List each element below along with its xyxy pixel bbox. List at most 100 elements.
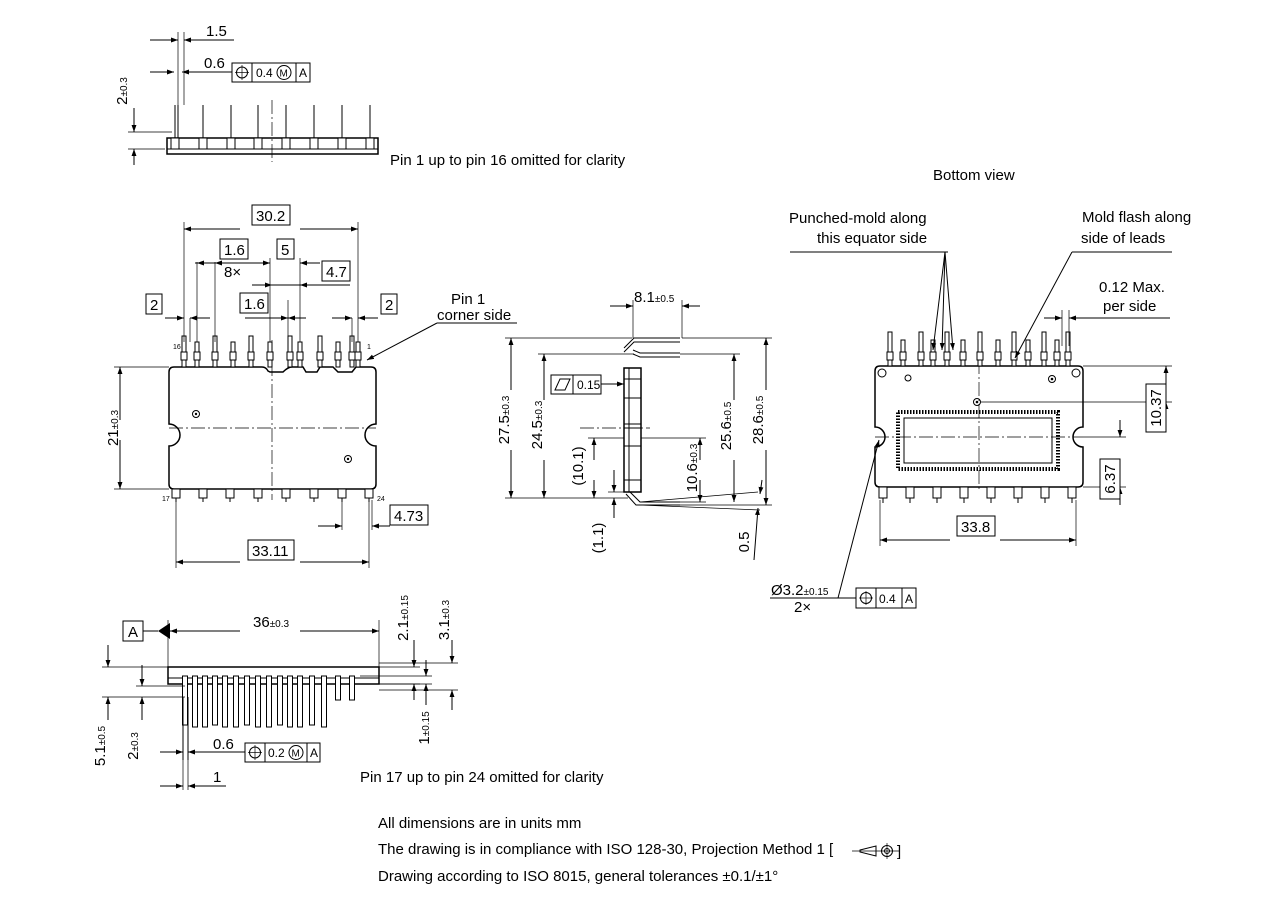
front-view: 16 1 17 24 30.2 1.6 8× 5 4.7 1.6 [105, 204, 517, 568]
gdt-frame-top: 0.4 M A [231, 62, 311, 83]
mold-flash-label-2: side of leads [1081, 230, 1165, 247]
lead-pin [266, 675, 272, 728]
lead-pin [281, 105, 291, 150]
dim-2-lower: 2±0.3 [125, 732, 142, 760]
multiplier-2x: 2× [794, 599, 811, 616]
pin1-omitted-note: Pin 1 up to pin 16 omitted for clarity [390, 152, 626, 169]
punched-mold-label: Punched-mold along [789, 210, 927, 227]
svg-text:A: A [310, 746, 318, 760]
dim-8-1: 8.1±0.5 [634, 289, 675, 306]
lead-pin [253, 105, 263, 150]
svg-text:17: 17 [162, 496, 170, 503]
svg-text:M: M [280, 69, 288, 80]
note-units: All dimensions are in units mm [378, 815, 582, 832]
svg-text:]: ] [897, 843, 901, 860]
lead-pin [1013, 486, 1023, 503]
dim-3-1: 3.1±0.3 [436, 599, 453, 640]
dim-6-37: 6.37 [1102, 464, 1119, 493]
svg-text:0.4: 0.4 [256, 66, 273, 80]
lead-pin [266, 341, 274, 368]
gdt-frame-lower: 0.2 M A [244, 742, 321, 763]
dim-10-37: 10.37 [1148, 389, 1165, 427]
lower-side-view: A 36±0.3 2.1±0.15 3.1±0.3 1±0.15 5.1±0.5 [92, 595, 604, 790]
lower-view-body [167, 666, 380, 685]
lead-pin [277, 675, 283, 726]
dim-5-1: 5.1±0.5 [92, 725, 109, 766]
lead-pin [986, 486, 996, 503]
dim-2-left: 2 [150, 297, 158, 314]
exposed-pad-outline [896, 410, 1060, 471]
svg-text:1: 1 [367, 344, 371, 351]
lead-pin [281, 488, 291, 502]
lead-pin [309, 675, 315, 726]
note-iso128: The drawing is in compliance with ISO 12… [378, 841, 834, 858]
max-per-side-label-2: per side [1103, 298, 1156, 315]
bottom-view: Bottom view Punched-mold along this equa… [770, 167, 1191, 616]
bottom-view-title: Bottom view [933, 167, 1015, 184]
multiplier-8x: 8× [224, 264, 241, 281]
projection-method-symbol: ] [852, 843, 901, 860]
lead-pin [943, 331, 951, 367]
dim-2-1: 2.1±0.15 [395, 595, 412, 641]
lead-pin [321, 675, 327, 728]
lead-pin [959, 486, 969, 503]
lead-pin [212, 675, 218, 726]
svg-text:0.4: 0.4 [879, 592, 896, 606]
lead-pin [255, 675, 261, 728]
front-view-top-leads [180, 335, 362, 368]
dim-1: 1±0.15 [416, 711, 433, 745]
dim-10-6: 10.6±0.3 [684, 443, 701, 492]
svg-text:A: A [299, 66, 307, 80]
dim-1-6-b: 1.6 [244, 296, 265, 313]
mmc-modifier-icon [276, 65, 292, 80]
gdt-frame-hole: 0.4 A [855, 587, 917, 609]
lower-view-leads [182, 675, 355, 760]
lead-pin [1024, 339, 1032, 367]
lead-pin [1067, 486, 1077, 503]
lead-pin [297, 675, 303, 728]
note-iso8015: Drawing according to ISO 8015, general t… [378, 868, 779, 885]
lead-pin [192, 675, 198, 728]
punched-mold-label-2: this equator side [817, 230, 927, 247]
side-view: 8.1±0.5 0.15 27.5±0.3 24.5±0.3 (10.1) (1… [496, 289, 772, 561]
lead-pin [1053, 339, 1061, 367]
dim-24-5: 24.5±0.3 [529, 400, 546, 449]
top-lead-view: 1.5 0.6 0.4 M A 2±0.3 Pin 1 up to pin 16… [114, 23, 626, 169]
lead-pin [334, 341, 342, 368]
dim-36: 36±0.3 [253, 614, 290, 631]
lead-pin [229, 341, 237, 368]
lead-pin [222, 675, 228, 728]
dim-2-right: 2 [385, 297, 393, 314]
bottom-view-top-leads [886, 331, 1072, 367]
lead-pin [202, 675, 208, 728]
lead-pin [349, 675, 355, 701]
side-view-body [623, 367, 642, 493]
lead-pin [929, 339, 937, 367]
dim-5: 5 [281, 242, 289, 259]
lead-pin [287, 675, 293, 728]
lead-pin [878, 486, 888, 503]
lead-pin [899, 339, 907, 367]
dim-33-11: 33.11 [252, 543, 288, 560]
flatness-icon [554, 378, 571, 391]
svg-text:A: A [905, 592, 913, 606]
dim-0-6-top: 0.6 [204, 55, 225, 72]
lead-pin [959, 339, 967, 367]
lead-pin [193, 341, 201, 368]
top-view-leads [170, 105, 375, 150]
lead-pin [309, 105, 319, 150]
dim-25-6: 25.6±0.5 [718, 401, 735, 450]
lead-pin [226, 105, 236, 150]
lead-pin [1040, 331, 1048, 367]
max-per-side-label: 0.12 Max. [1099, 279, 1165, 296]
dim-0-5: 0.5 [736, 532, 753, 553]
lead-pin [917, 331, 925, 367]
flatness-frame: 0.15 [550, 374, 624, 395]
mold-flash-label: Mold flash along [1082, 209, 1191, 226]
lead-pin [253, 488, 263, 502]
lead-pin [225, 488, 235, 502]
lead-pin [247, 335, 255, 368]
lead-pin [335, 675, 341, 701]
dim-2-top: 2±0.3 [114, 77, 131, 105]
